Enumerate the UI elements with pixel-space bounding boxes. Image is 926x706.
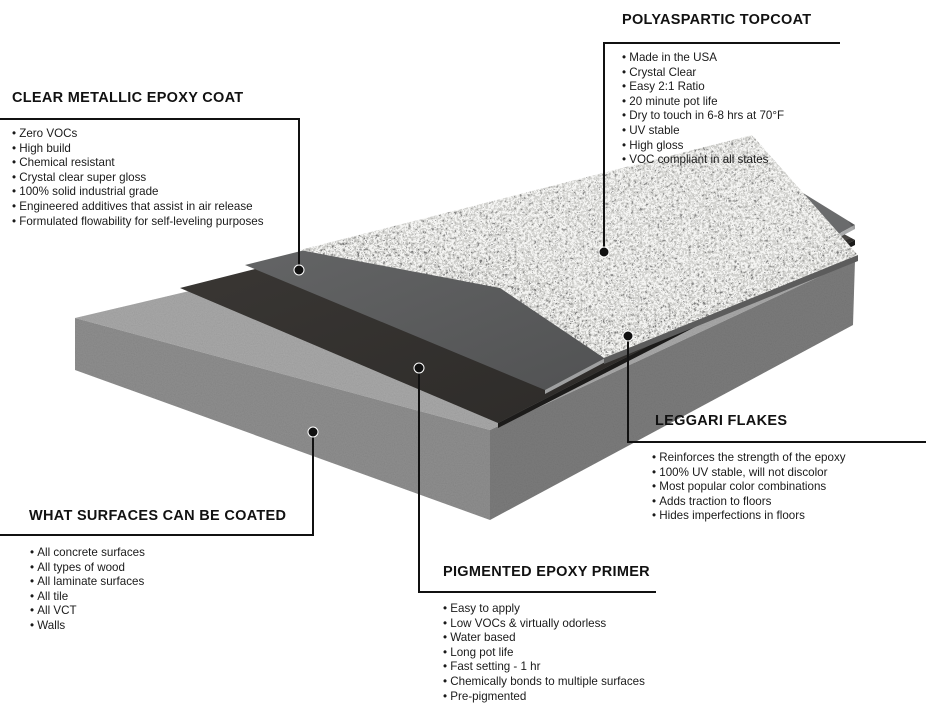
leader-flakes [627, 336, 926, 443]
list-item: High gloss [622, 139, 784, 154]
marker-surfaces [307, 426, 319, 438]
list-item: Easy 2:1 Ratio [622, 80, 784, 95]
list-item: All VCT [30, 604, 145, 619]
leader-lines [0, 42, 926, 593]
list-item: Water based [443, 631, 645, 646]
list-item: Dry to touch in 6-8 hrs at 70°F [622, 109, 784, 124]
list-item: VOC compliant in all states [622, 153, 784, 168]
list-item: UV stable [622, 124, 784, 139]
callout-title: WHAT SURFACES CAN BE COATED [29, 508, 287, 524]
flake-edge [604, 255, 858, 364]
flake-layer [300, 135, 858, 358]
feature-list: All concrete surfacesAll types of woodAl… [30, 546, 145, 634]
list-item: Most popular color combinations [652, 480, 846, 495]
list-item: Engineered additives that assist in air … [12, 200, 264, 215]
feature-list: Zero VOCsHigh buildChemical resistantCry… [12, 127, 264, 230]
callout-title: LEGGARI FLAKES [655, 413, 788, 429]
marker-primer [413, 362, 425, 374]
list-item: Zero VOCs [12, 127, 264, 142]
list-item: High build [12, 142, 264, 157]
feature-list: Reinforces the strength of the epoxy100%… [652, 451, 846, 524]
list-item: Made in the USA [622, 51, 784, 66]
list-item: Long pot life [443, 646, 645, 661]
callout-title: POLYASPARTIC TOPCOAT [622, 12, 812, 28]
marker-metallic [293, 264, 305, 276]
marker-flakes [622, 330, 634, 342]
list-item: Walls [30, 619, 145, 634]
list-item: Adds traction to floors [652, 495, 846, 510]
list-item: 100% solid industrial grade [12, 185, 264, 200]
concrete-front-face [75, 318, 490, 520]
leader-topcoat [603, 42, 840, 252]
list-item: All concrete surfaces [30, 546, 145, 561]
list-item: Fast setting - 1 hr [443, 660, 645, 675]
callout-title: CLEAR METALLIC EPOXY COAT [12, 90, 244, 106]
leader-surfaces [0, 432, 314, 536]
list-item: Crystal Clear [622, 66, 784, 81]
list-item: All tile [30, 590, 145, 605]
list-item: All laminate surfaces [30, 575, 145, 590]
list-item: 20 minute pot life [622, 95, 784, 110]
list-item: Hides imperfections in floors [652, 509, 846, 524]
concrete-side-face [490, 260, 855, 520]
list-item: Easy to apply [443, 602, 645, 617]
list-item: All types of wood [30, 561, 145, 576]
leader-metallic [0, 118, 300, 270]
list-item: Low VOCs & virtually odorless [443, 617, 645, 632]
list-item: Chemically bonds to multiple surfaces [443, 675, 645, 690]
callout-title: PIGMENTED EPOXY PRIMER [443, 564, 650, 580]
feature-list: Easy to applyLow VOCs & virtually odorle… [443, 602, 645, 704]
list-item: Formulated flowability for self-leveling… [12, 215, 263, 230]
leader-markers [293, 246, 634, 438]
list-item: Pre-pigmented [443, 690, 645, 705]
feature-list: Made in the USACrystal ClearEasy 2:1 Rat… [622, 51, 784, 168]
marker-topcoat [598, 246, 610, 258]
list-item: Reinforces the strength of the epoxy [652, 451, 845, 466]
list-item: Chemical resistant [12, 156, 264, 171]
leader-primer [418, 368, 656, 593]
list-item: 100% UV stable, will not discolor [652, 466, 846, 481]
list-item: Crystal clear super gloss [12, 171, 264, 186]
